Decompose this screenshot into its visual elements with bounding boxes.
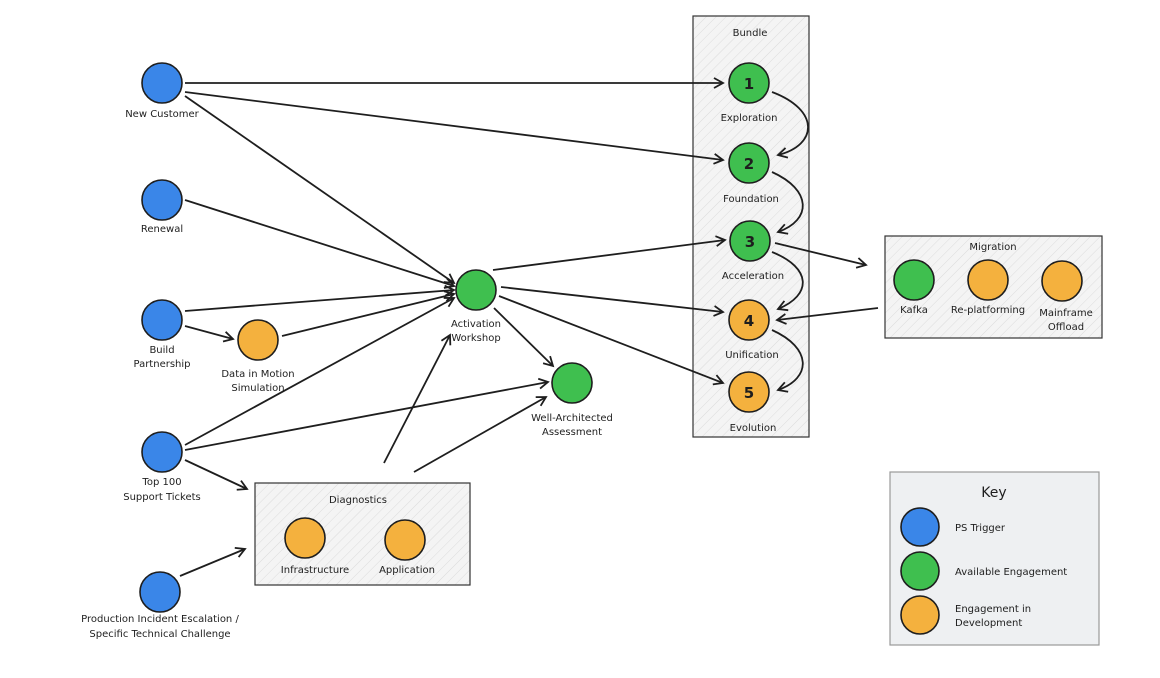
bundle-step-4-label: Unification bbox=[725, 350, 779, 361]
mainframe-label-2: Offload bbox=[1048, 322, 1084, 333]
renewal-label: Renewal bbox=[141, 224, 183, 235]
edge-migration-to-unification bbox=[775, 307, 879, 325]
bundle-step-3-node[interactable] bbox=[729, 220, 771, 262]
edge-diagnostics-to-well-architected bbox=[413, 396, 548, 473]
mainframe-offload-node[interactable] bbox=[1041, 260, 1083, 302]
build-partnership-label-2: Partnership bbox=[133, 359, 190, 370]
bundle-step-1-number: 1 bbox=[744, 75, 754, 93]
bundle-step-2-node[interactable] bbox=[728, 142, 770, 184]
bundle-step-2-number: 2 bbox=[744, 155, 754, 173]
edge-new-customer-to-activation bbox=[184, 95, 456, 285]
key-trigger-label: PS Trigger bbox=[955, 523, 1006, 534]
key-title: Key bbox=[981, 485, 1006, 501]
edge-production-to-diagnostics bbox=[179, 546, 247, 577]
key-available-swatch bbox=[900, 551, 940, 591]
edge-build-to-activation bbox=[184, 284, 456, 312]
edge-diagnostics-to-activation bbox=[383, 333, 452, 464]
edge-top100-to-diagnostics bbox=[184, 459, 249, 491]
activation-label-1: Activation bbox=[451, 319, 501, 330]
mainframe-label-1: Mainframe bbox=[1039, 308, 1093, 319]
edge-acceleration-to-unification bbox=[771, 251, 804, 312]
edge-data-in-motion-to-activation bbox=[281, 290, 456, 337]
kafka-node[interactable] bbox=[893, 259, 935, 301]
edge-foundation-to-acceleration bbox=[771, 171, 804, 235]
build-partnership-node[interactable] bbox=[141, 299, 183, 341]
edge-unification-to-evolution bbox=[771, 329, 804, 393]
top100-label-2: Support Tickets bbox=[123, 492, 201, 503]
migration-title: Migration bbox=[969, 242, 1016, 253]
edge-build-to-data-in-motion bbox=[184, 325, 235, 343]
production-label-2: Specific Technical Challenge bbox=[89, 629, 230, 640]
edge-top100-to-well-architected bbox=[184, 377, 550, 451]
bundle-step-5-node[interactable] bbox=[728, 371, 770, 413]
application-node[interactable] bbox=[384, 519, 426, 561]
bundle-step-5-number: 5 bbox=[744, 384, 754, 402]
edge-acceleration-to-migration bbox=[774, 242, 868, 269]
activation-label-2: Workshop bbox=[451, 333, 500, 344]
re-platforming-label: Re-platforming bbox=[951, 305, 1025, 316]
key-development-label-1: Engagement in bbox=[955, 604, 1031, 615]
edge-exploration-to-foundation bbox=[771, 91, 809, 159]
bundle-step-4-node[interactable] bbox=[728, 299, 770, 341]
kafka-label: Kafka bbox=[900, 305, 928, 316]
renewal-node[interactable] bbox=[141, 179, 183, 221]
data-in-motion-label-1: Data in Motion bbox=[221, 369, 294, 380]
bundle-title: Bundle bbox=[733, 28, 768, 39]
edge-activation-to-well-architected bbox=[493, 307, 555, 368]
infrastructure-label: Infrastructure bbox=[281, 565, 349, 576]
activation-workshop-node[interactable] bbox=[455, 269, 497, 311]
data-in-motion-label-2: Simulation bbox=[231, 383, 284, 394]
well-architected-label-2: Assessment bbox=[542, 427, 602, 438]
edge-activation-to-acceleration bbox=[492, 235, 727, 271]
bundle-step-5-label: Evolution bbox=[730, 423, 777, 434]
new-customer-label: New Customer bbox=[125, 109, 199, 120]
build-partnership-label-1: Build bbox=[149, 345, 174, 356]
edge-new-customer-to-foundation bbox=[184, 91, 725, 165]
key-trigger-swatch bbox=[900, 507, 940, 547]
diagnostics-title: Diagnostics bbox=[329, 495, 387, 506]
key-development-swatch bbox=[900, 595, 940, 635]
data-in-motion-node[interactable] bbox=[237, 319, 279, 361]
production-incident-node[interactable] bbox=[139, 571, 181, 613]
bundle-step-1-label: Exploration bbox=[721, 113, 778, 124]
edge-activation-to-unification bbox=[500, 286, 725, 317]
edges bbox=[179, 77, 879, 577]
key-development-label-2: Development bbox=[955, 618, 1022, 629]
well-architected-label-1: Well-Architected bbox=[531, 413, 613, 424]
infrastructure-node[interactable] bbox=[284, 517, 326, 559]
top100-label-1: Top 100 bbox=[141, 477, 181, 488]
bundle-step-4-number: 4 bbox=[744, 312, 754, 330]
re-platforming-node[interactable] bbox=[967, 259, 1009, 301]
edge-renewal-to-activation bbox=[184, 199, 456, 289]
well-architected-node[interactable] bbox=[551, 362, 593, 404]
edge-activation-to-evolution bbox=[498, 295, 725, 386]
bundle-step-1-node[interactable] bbox=[728, 62, 770, 104]
new-customer-node[interactable] bbox=[141, 62, 183, 104]
application-label: Application bbox=[379, 565, 435, 576]
bundle-step-3-label: Acceleration bbox=[722, 271, 784, 282]
bundle-step-3-number: 3 bbox=[745, 233, 755, 251]
production-label-1: Production Incident Escalation / bbox=[81, 614, 239, 625]
key-available-label: Available Engagement bbox=[955, 567, 1067, 578]
top100-node[interactable] bbox=[141, 431, 183, 473]
edge-top100-to-activation bbox=[184, 297, 456, 446]
bundle-step-2-label: Foundation bbox=[723, 194, 779, 205]
